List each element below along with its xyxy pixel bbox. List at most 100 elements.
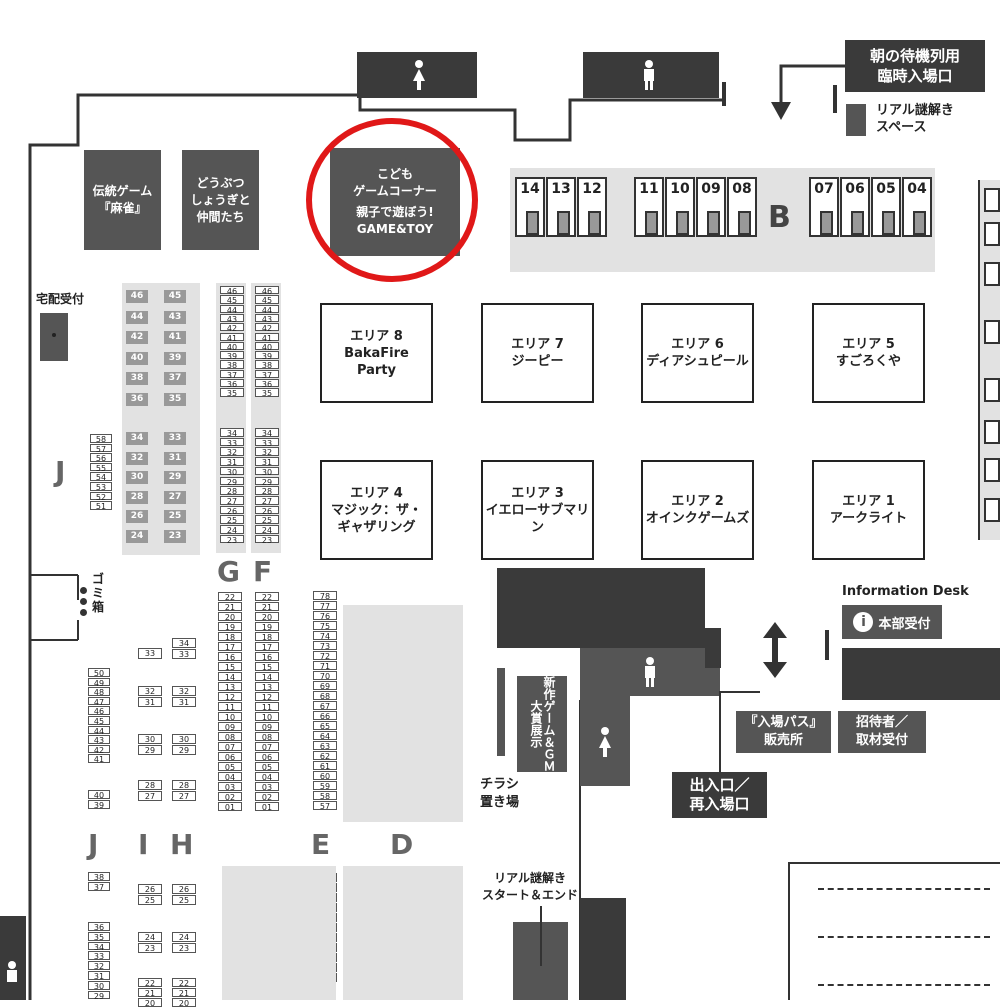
booth-f-cell[interactable]: 42 — [255, 323, 279, 333]
gray-booth-cell[interactable]: 26 — [126, 510, 148, 523]
gray-booth-cell[interactable]: 37 — [164, 372, 186, 385]
area-4[interactable]: エリア 4 マジック：ザ・ ギャザリング — [320, 460, 433, 560]
booth-h-cell[interactable]: 20 — [172, 998, 196, 1008]
booth-e-cell[interactable]: 77 — [313, 601, 337, 611]
booth-f-cell[interactable]: 25 — [255, 515, 279, 525]
booth-f-cell[interactable]: 14 — [255, 672, 279, 682]
booth-g-cell[interactable]: 39 — [220, 351, 244, 361]
booth-e-cell[interactable]: 57 — [313, 801, 337, 811]
booth-f-cell[interactable]: 40 — [255, 341, 279, 352]
booth-h-cell[interactable]: 28 — [172, 780, 196, 790]
booth-f-cell[interactable]: 16 — [255, 652, 279, 662]
booth-g-cell[interactable]: 40 — [220, 341, 244, 352]
booth-h-cell[interactable]: 25 — [172, 895, 196, 905]
booth-e-cell[interactable]: 60 — [313, 771, 337, 781]
gray-booth-cell[interactable]: 33 — [164, 432, 186, 445]
booth-j-cell[interactable]: 31 — [88, 971, 110, 981]
booth-g-cell[interactable]: 14 — [218, 672, 242, 682]
booth-f-cell[interactable]: 38 — [255, 360, 279, 370]
booth-f-cell[interactable]: 17 — [255, 642, 279, 652]
gray-booth-cell[interactable]: 34 — [126, 432, 148, 445]
booth-e-cell[interactable]: 63 — [313, 741, 337, 751]
booth-g-cell[interactable]: 43 — [220, 313, 244, 324]
area-1[interactable]: エリア 1 アークライト — [812, 460, 925, 560]
booth-f-cell[interactable]: 05 — [255, 762, 279, 772]
booth-i-cell[interactable]: 22 — [138, 978, 162, 988]
booth-j-cell[interactable]: 36 — [88, 922, 110, 932]
booth-g-cell[interactable]: 11 — [218, 702, 242, 712]
booth-h-cell[interactable]: 26 — [172, 884, 196, 894]
booth-g-cell[interactable]: 41 — [220, 332, 244, 343]
booth-e-cell[interactable]: 70 — [313, 671, 337, 681]
booth-h-cell[interactable]: 23 — [172, 943, 196, 953]
gray-booth-cell[interactable]: 25 — [164, 510, 186, 523]
gray-booth-cell[interactable]: 43 — [164, 310, 186, 324]
booth-j-cell[interactable]: 51 — [90, 501, 112, 511]
gray-booth-cell[interactable]: 39 — [164, 351, 186, 365]
booth-b-05[interactable]: 05 — [871, 177, 901, 237]
booth-j-cell[interactable]: 30 — [88, 980, 110, 991]
delivery-counter[interactable] — [40, 313, 68, 361]
booth-g-cell[interactable]: 01 — [218, 802, 242, 812]
animal-shogi-booth[interactable]: どうぶつ しょうぎと 仲間たち — [182, 150, 259, 250]
booth-j-cell[interactable]: 38 — [88, 872, 110, 882]
booth-h-cell[interactable]: 22 — [172, 978, 196, 988]
booth-b-11[interactable]: 11 — [634, 177, 664, 237]
booth-b-10[interactable]: 10 — [665, 177, 695, 237]
booth-j-cell[interactable]: 39 — [88, 800, 110, 810]
gray-booth-cell[interactable]: 40 — [126, 351, 148, 365]
booth-i-cell[interactable]: 29 — [138, 745, 162, 755]
booth-e-cell[interactable]: 59 — [313, 781, 337, 791]
booth-e-cell[interactable]: 78 — [313, 591, 337, 601]
booth-i-cell[interactable]: 32 — [138, 686, 162, 696]
booth-e-cell[interactable]: 71 — [313, 661, 337, 671]
booth-g-cell[interactable]: 16 — [218, 652, 242, 662]
booth-h-cell[interactable]: 29 — [172, 745, 196, 755]
booth-j-cell[interactable]: 52 — [90, 491, 112, 501]
booth-g-cell[interactable]: 38 — [220, 360, 244, 370]
booth-g-cell[interactable]: 26 — [220, 505, 244, 515]
booth-i-cell[interactable]: 30 — [138, 734, 162, 744]
gray-booth-cell[interactable]: 45 — [164, 290, 186, 303]
booth-b-04[interactable]: 04 — [902, 177, 932, 237]
booth-f-cell[interactable]: 34 — [255, 428, 279, 438]
right-edge-booth[interactable] — [984, 458, 1000, 482]
booth-g-cell[interactable]: 08 — [218, 732, 242, 742]
gray-booth-cell[interactable]: 29 — [164, 471, 186, 484]
booth-h-cell[interactable]: 30 — [172, 734, 196, 744]
booth-i-cell[interactable]: 26 — [138, 884, 162, 894]
booth-i-cell[interactable]: 25 — [138, 895, 162, 905]
booth-b-14[interactable]: 14 — [515, 177, 545, 237]
booth-h-cell[interactable]: 31 — [172, 697, 196, 707]
booth-h-cell[interactable]: 24 — [172, 932, 196, 942]
booth-g-cell[interactable]: 37 — [220, 369, 244, 380]
gray-booth-cell[interactable]: 42 — [126, 331, 148, 344]
booth-g-cell[interactable]: 34 — [220, 428, 244, 438]
booth-f-cell[interactable]: 22 — [255, 592, 279, 602]
booth-e-cell[interactable]: 68 — [313, 691, 337, 701]
booth-e-cell[interactable]: 64 — [313, 731, 337, 741]
gray-booth-cell[interactable]: 32 — [126, 451, 148, 465]
booth-j-cell[interactable]: 40 — [88, 790, 110, 800]
booth-g-cell[interactable]: 07 — [218, 742, 242, 752]
booth-i-cell[interactable]: 31 — [138, 697, 162, 707]
booth-f-cell[interactable]: 31 — [255, 457, 279, 467]
booth-e-cell[interactable]: 62 — [313, 751, 337, 761]
booth-f-cell[interactable]: 24 — [255, 525, 279, 535]
booth-f-cell[interactable]: 46 — [255, 286, 279, 296]
booth-b-09[interactable]: 09 — [696, 177, 726, 237]
booth-g-cell[interactable]: 12 — [218, 692, 242, 702]
booth-j-cell[interactable]: 58 — [90, 434, 112, 444]
right-edge-booth[interactable] — [984, 378, 1000, 402]
booth-j-cell[interactable]: 34 — [88, 941, 110, 951]
gray-booth-cell[interactable]: 28 — [126, 490, 148, 504]
booth-g-cell[interactable]: 31 — [220, 457, 244, 467]
booth-e-cell[interactable]: 61 — [313, 761, 337, 771]
booth-j-cell[interactable]: 43 — [88, 735, 110, 745]
gray-booth-cell[interactable]: 36 — [126, 392, 148, 406]
booth-g-cell[interactable]: 24 — [220, 525, 244, 535]
gray-booth-cell[interactable]: 46 — [126, 290, 148, 303]
booth-j-cell[interactable]: 42 — [88, 744, 110, 755]
booth-f-cell[interactable]: 45 — [255, 295, 279, 305]
booth-j-cell[interactable]: 54 — [90, 472, 112, 482]
